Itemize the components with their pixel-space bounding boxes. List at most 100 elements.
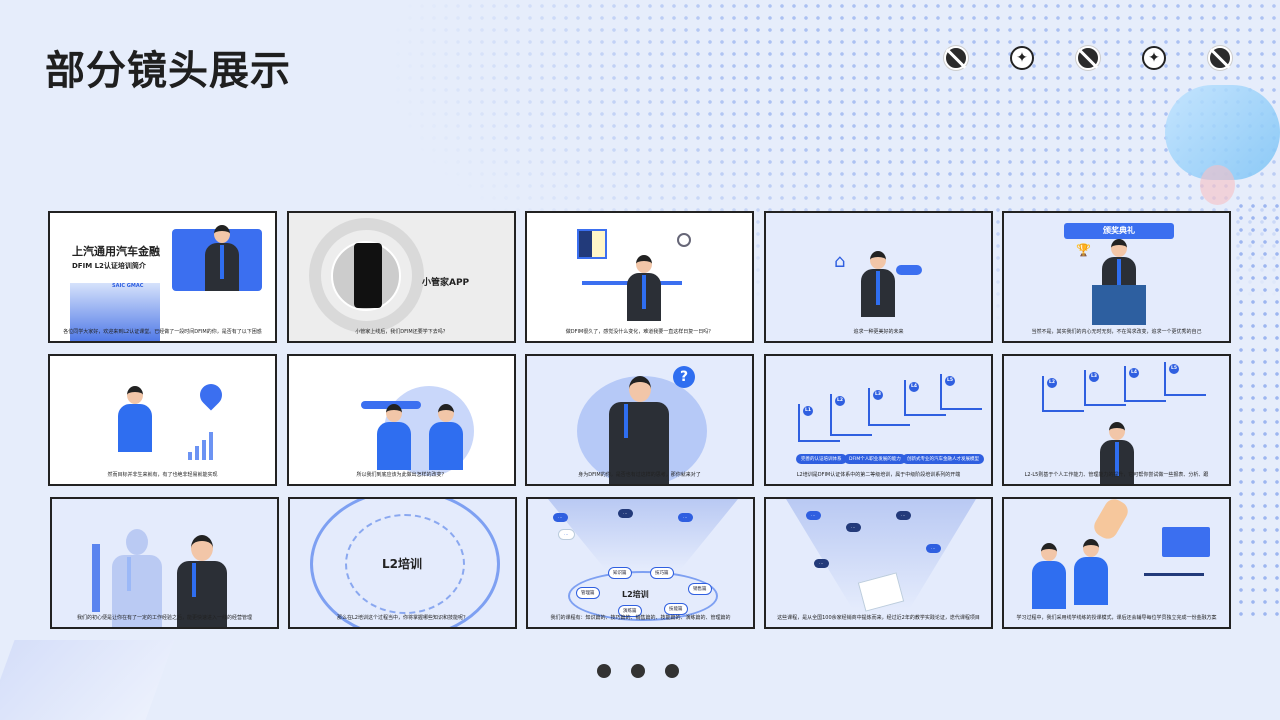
topic-pill: … [558,529,575,540]
pagination [597,664,679,678]
slide-caption: 然而目标并非生来就有，有了也绝非轻易就能实现 [107,472,218,478]
level-badge: L3 [1089,372,1099,382]
slide-thumbnail-8[interactable]: ? 身为DFIM的你，是否也有过这样的思考，那你就来对了 [525,354,754,486]
team-figure [429,404,463,470]
slide-subtitle: DFIM L2认证培训简介 [72,262,146,270]
clock-icon [677,233,691,247]
slide-caption: 做DFIM很久了，感觉没什么变化，难道我要一直这样日复一日吗？ [565,329,714,335]
topic-pill: … [553,513,568,522]
header-icons: ✦ ✦ [944,46,1232,70]
level-step: L3 [1084,370,1126,406]
window-image [577,229,607,259]
topic-pill: … [926,544,941,553]
team-figure [377,404,411,470]
slide-caption: 追求一种更美好的未来 [853,329,904,335]
level-badge: L5 [1169,364,1179,374]
slide-thumbnail-11[interactable]: 我们的初心便是让你在有了一定的工作经验之后，能更快速进入一线的经营管理 [50,497,279,629]
slide-caption: 那么在L2培训这个过程当中，你将掌握哪些知识和技能呢？ [337,615,468,621]
level-step: L2 [830,394,872,436]
level-step: L5 [940,374,982,410]
slash-circle-icon [1076,46,1100,70]
level-step: L1 [798,404,840,442]
ring-decoration [345,514,465,614]
pointing-hand [1090,499,1132,543]
page-title: 部分镜头展示 [45,48,291,94]
archer-figure [118,386,152,452]
slide-caption: 这些课程，是从全国100余家经销商中提炼而来，经过近2年的教学实践论证，迭代课程… [777,615,980,621]
slide-title: L2培训 [382,557,422,571]
level-badge: L2 [835,396,845,406]
node-practice: 演练篇 [618,605,642,617]
topic-pill: … [618,509,633,518]
feature-pill: 创新式专业的汽车金融人才发展模型 [902,454,984,464]
slide-thumbnail-12[interactable]: L2培训 那么在L2培训这个过程当中，你将掌握哪些知识和技能呢？ [288,497,517,629]
slide-thumbnail-10[interactable]: L2 L3 L4 L5 L2-L5则基于个人工作能力、管理能力的提升，它可帮你尝… [1002,354,1231,486]
person-figure [861,251,895,317]
slide-title: 上汽通用汽车金融 [72,245,160,258]
slide-thumbnail-9[interactable]: L1 L2 L3 L4 L5 完善的认证培训体系 DFIM个人职业发展的能力 创… [764,354,993,486]
learner-figure [1032,543,1066,609]
arrow-up-icon [92,544,100,612]
topic-pill: … [678,513,693,522]
car-icon [896,265,922,275]
slide-thumbnail-14[interactable]: … … … … … 这些课程，是从全国100余家经销商中提炼而来，经过近2年的教… [764,497,993,629]
blob-decoration [1200,165,1235,205]
page-dot[interactable] [665,664,679,678]
light-beam [548,499,738,569]
level-step: L3 [868,388,910,426]
building-image [70,283,160,341]
worker-figure [627,255,661,321]
location-pin-icon [195,379,227,411]
node-abilities: 技能篇 [664,603,688,615]
slide-caption: 我们的课程有：知识篇的、技巧篇的、销售篇的、技能篇的、演练篇的、管理篇的 [550,615,731,621]
slide-thumbnail-13[interactable]: … … … … L2培训 知识篇 技巧篇 销售篇 技能篇 演练篇 管理篇 我们的… [526,497,755,629]
level-badge: L3 [873,390,883,400]
level-step: L4 [1124,366,1166,402]
node-knowledge: 知识篇 [608,567,632,579]
glass-decoration [0,640,175,720]
slide-title: 小管家APP [422,278,470,288]
node-management: 管理篇 [576,587,600,599]
multitask-figure [1100,422,1134,484]
level-badge: L5 [945,376,955,386]
slide-thumbnail-4[interactable]: ⌂ 追求一种更美好的未来 [764,211,993,343]
podium [1092,285,1146,325]
level-badge: L2 [1047,378,1057,388]
bar-graphic [188,432,213,460]
slide-caption: L2-L5则基于个人工作能力、管理能力的提升，它可帮你尝试做一些报表、分析、跟 [1024,472,1209,478]
level-step: L5 [1164,362,1206,396]
ring-decoration [568,571,718,621]
slide-thumbnail-15[interactable]: 学习过程中，我们采用线学线练的授课模式，课后还会辅导每位学员独立完成一份金融方案 [1002,497,1231,629]
feature-pill: 完善的认证培训体系 [796,454,847,464]
award-banner: 颁奖典礼 [1064,223,1174,239]
topic-pill: … [896,511,911,520]
slide-thumbnail-5[interactable]: 颁奖典礼 🏆 当然不是，其实我们的内心无时无刻，不在渴求改变，追求一个更优秀的自… [1002,211,1231,343]
slide-thumbnail-7[interactable]: 所以我们到底应该为此做出怎样的改变？ [287,354,516,486]
slide-caption: 当然不是，其实我们的内心无时无刻，不在渴求改变，追求一个更优秀的自己 [1031,329,1202,335]
page-dot[interactable] [631,664,645,678]
topic-pill: … [814,559,829,568]
cloud-decoration [1165,85,1280,180]
shadow-figure [112,529,162,627]
video-screen [1162,527,1210,557]
slide-thumbnail-1[interactable]: 上汽通用汽车金融 DFIM L2认证培训简介 SAIC GMAC 各位同学大家好… [48,211,277,343]
slide-title: L2培训 [622,590,649,599]
brand-logo: SAIC GMAC [112,283,144,289]
feature-pill: DFIM个人职业发展的能力 [844,454,906,464]
level-badge: L4 [1129,368,1139,378]
slide-caption: 小管家上线后，我们DFIM还要学下去吗？ [355,329,448,335]
level-badge: L1 [803,406,813,416]
slide-caption: 身为DFIM的你，是否也有过这样的思考，那你就来对了 [578,472,701,478]
slide-thumbnail-6[interactable]: 然而目标并非生来就有，有了也绝非轻易就能实现 [48,354,277,486]
slide-thumbnail-3[interactable]: 做DFIM很久了，感觉没什么变化，难道我要一直这样日复一日吗？ [525,211,754,343]
level-badge: L4 [909,382,919,392]
slide-caption: 我们的初心便是让你在有了一定的工作经验之后，能更快速进入一线的经营管理 [76,615,252,621]
slide-caption: 所以我们到底应该为此做出怎样的改变？ [356,472,447,478]
ring-decoration [310,499,500,627]
level-step: L4 [904,380,946,416]
slide-thumbnail-2[interactable]: 小管家APP 小管家上线后，我们DFIM还要学下去吗？ [287,211,516,343]
question-icon: ? [673,366,695,388]
page-dot[interactable] [597,664,611,678]
slide-caption: L2培训是DFIM认证体系中的第二等级培训，属于中级阶段培训系列的开端 [796,472,961,478]
slash-circle-icon [944,46,968,70]
